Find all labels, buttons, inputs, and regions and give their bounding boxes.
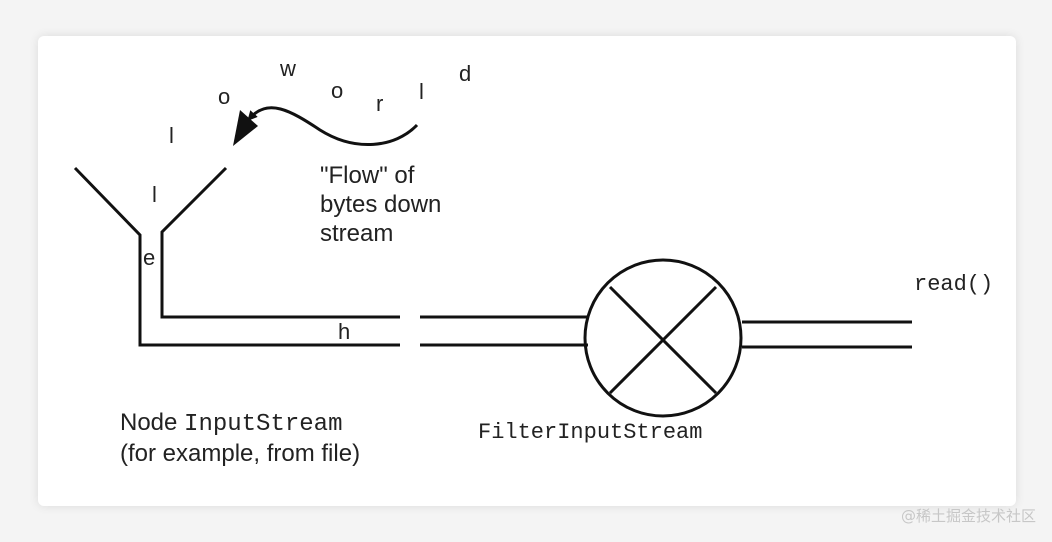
flow-arrowhead-icon	[233, 110, 258, 146]
flow-caption-line: bytes down	[320, 191, 441, 218]
flow-caption-line: stream	[320, 220, 393, 247]
flow-letter: d	[459, 61, 471, 86]
funnel-inner-wall	[160, 166, 400, 319]
funnel-outer-wall	[73, 166, 400, 347]
diagram-card	[38, 36, 1016, 506]
filter-circle-icon	[583, 258, 743, 418]
flow-letter: l	[169, 123, 174, 148]
node-label-code: InputStream	[184, 411, 342, 438]
output-pipe	[742, 320, 912, 349]
node-label-line1: Node InputStream	[120, 409, 342, 438]
node-input-stream-pipe	[73, 166, 400, 347]
connector-pipe	[420, 315, 588, 347]
flow-arrow-icon	[247, 106, 419, 147]
flow-letter: r	[376, 91, 383, 116]
node-label-line2: (for example, from file)	[120, 440, 360, 467]
flow-caption-line: "Flow" of	[320, 162, 415, 189]
flow-letter: w	[279, 56, 296, 81]
node-label-prefix: Node	[120, 409, 184, 436]
pipe-letter: h	[338, 319, 350, 344]
filter-label: FilterInputStream	[478, 420, 702, 445]
flow-letter: e	[143, 245, 155, 270]
flow-letter: l	[419, 79, 424, 104]
watermark: @稀土掘金技术社区	[900, 507, 1036, 525]
flow-letter: o	[218, 84, 230, 109]
read-label: read()	[914, 272, 993, 297]
flow-letter: l	[152, 182, 157, 207]
flow-letter: o	[331, 78, 343, 103]
